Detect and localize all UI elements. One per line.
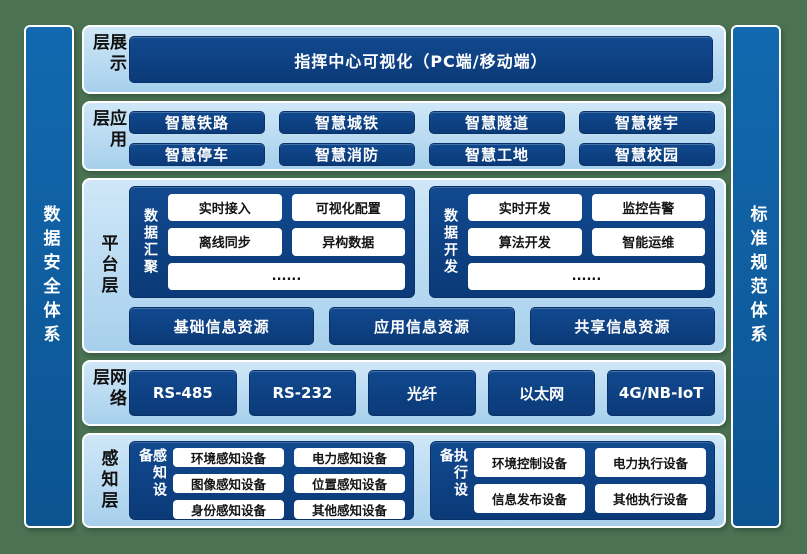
sidebar-label: 数据安全体系	[39, 204, 60, 349]
application-item: 智慧铁路	[129, 111, 265, 134]
application-item: 智慧停车	[129, 143, 265, 166]
application-item: 智慧隧道	[429, 111, 565, 134]
ellipsis-item: ......	[468, 262, 705, 290]
network-layer-panel: 网络层 RS-485 RS-232 光纤 以太网 4G/NB-IoT	[82, 360, 726, 426]
command-center-box: 指挥中心可视化（PC端/移动端）	[129, 36, 713, 83]
group-label: 执行设备	[438, 448, 468, 499]
platform-layer-panel: 平台层 数据汇聚 实时接入 可视化配置 离线同步 异构数据 ......	[82, 178, 726, 353]
network-item: 以太网	[487, 370, 596, 416]
layer-stack: 展示层 指挥中心可视化（PC端/移动端） 应用层 智慧铁路 智慧城铁 智慧隧道 …	[82, 25, 726, 528]
platform-item: 智能运维	[591, 228, 705, 256]
device-item: 环境感知设备	[173, 448, 284, 467]
network-item: RS-485	[129, 370, 237, 416]
layer-label: 网络层	[89, 368, 126, 410]
device-item: 图像感知设备	[173, 474, 284, 493]
platform-item: 离线同步	[168, 228, 282, 256]
sensing-device-group: 感知设备 环境感知设备 电力感知设备 图像感知设备 位置感知设备 身份感知设备 …	[129, 441, 414, 520]
device-item: 电力感知设备	[294, 448, 405, 467]
group-label: 感知设备	[137, 448, 167, 499]
standard-spec-sidebar: 标准规范体系	[731, 25, 781, 528]
platform-item: 异构数据	[291, 228, 405, 256]
device-item: 其他感知设备	[294, 500, 405, 519]
layer-label: 感知层	[97, 449, 118, 512]
layer-label: 展示层	[89, 33, 126, 75]
device-item: 信息发布设备	[474, 484, 585, 513]
network-item: RS-232	[248, 370, 357, 416]
platform-item: 监控告警	[591, 194, 705, 222]
group-label: 数据汇聚	[142, 208, 158, 276]
device-item: 其他执行设备	[595, 484, 706, 513]
ellipsis-item: ......	[168, 262, 405, 290]
platform-item: 可视化配置	[291, 194, 405, 222]
device-item: 身份感知设备	[173, 500, 284, 519]
layer-label: 应用层	[89, 109, 126, 151]
network-item: 光纤	[368, 370, 476, 416]
application-item: 智慧校园	[579, 143, 715, 166]
platform-item: 算法开发	[468, 228, 582, 256]
platform-item: 实时开发	[468, 194, 582, 222]
resource-bar: 应用信息资源	[329, 307, 515, 345]
execution-device-group: 执行设备 环境控制设备 电力执行设备 信息发布设备 其他执行设备	[430, 441, 715, 520]
data-development-group: 数据开发 实时开发 监控告警 算法开发 智能运维 ......	[429, 186, 715, 298]
platform-item: 实时接入	[168, 194, 282, 222]
resource-bar: 共享信息资源	[529, 307, 715, 345]
perception-layer-panel: 感知层 感知设备 环境感知设备 电力感知设备 图像感知设备 位置感知设备 身份感…	[82, 433, 726, 528]
device-item: 位置感知设备	[294, 474, 405, 493]
network-item: 4G/NB-IoT	[607, 370, 715, 416]
data-security-sidebar: 数据安全体系	[24, 25, 74, 528]
sidebar-label: 标准规范体系	[746, 204, 767, 349]
application-item: 智慧工地	[429, 143, 565, 166]
application-item: 智慧城铁	[279, 111, 415, 134]
application-layer-panel: 应用层 智慧铁路 智慧城铁 智慧隧道 智慧楼宇 智慧停车 智慧消防 智慧工地 智…	[82, 101, 726, 171]
application-item: 智慧楼宇	[579, 111, 715, 134]
device-item: 电力执行设备	[595, 448, 706, 477]
resource-bar: 基础信息资源	[129, 307, 315, 345]
device-item: 环境控制设备	[474, 448, 585, 477]
layer-label: 平台层	[97, 234, 118, 297]
group-label: 数据开发	[442, 208, 458, 276]
data-aggregation-group: 数据汇聚 实时接入 可视化配置 离线同步 异构数据 ......	[129, 186, 415, 298]
application-item: 智慧消防	[279, 143, 415, 166]
presentation-layer-panel: 展示层 指挥中心可视化（PC端/移动端）	[82, 25, 726, 94]
